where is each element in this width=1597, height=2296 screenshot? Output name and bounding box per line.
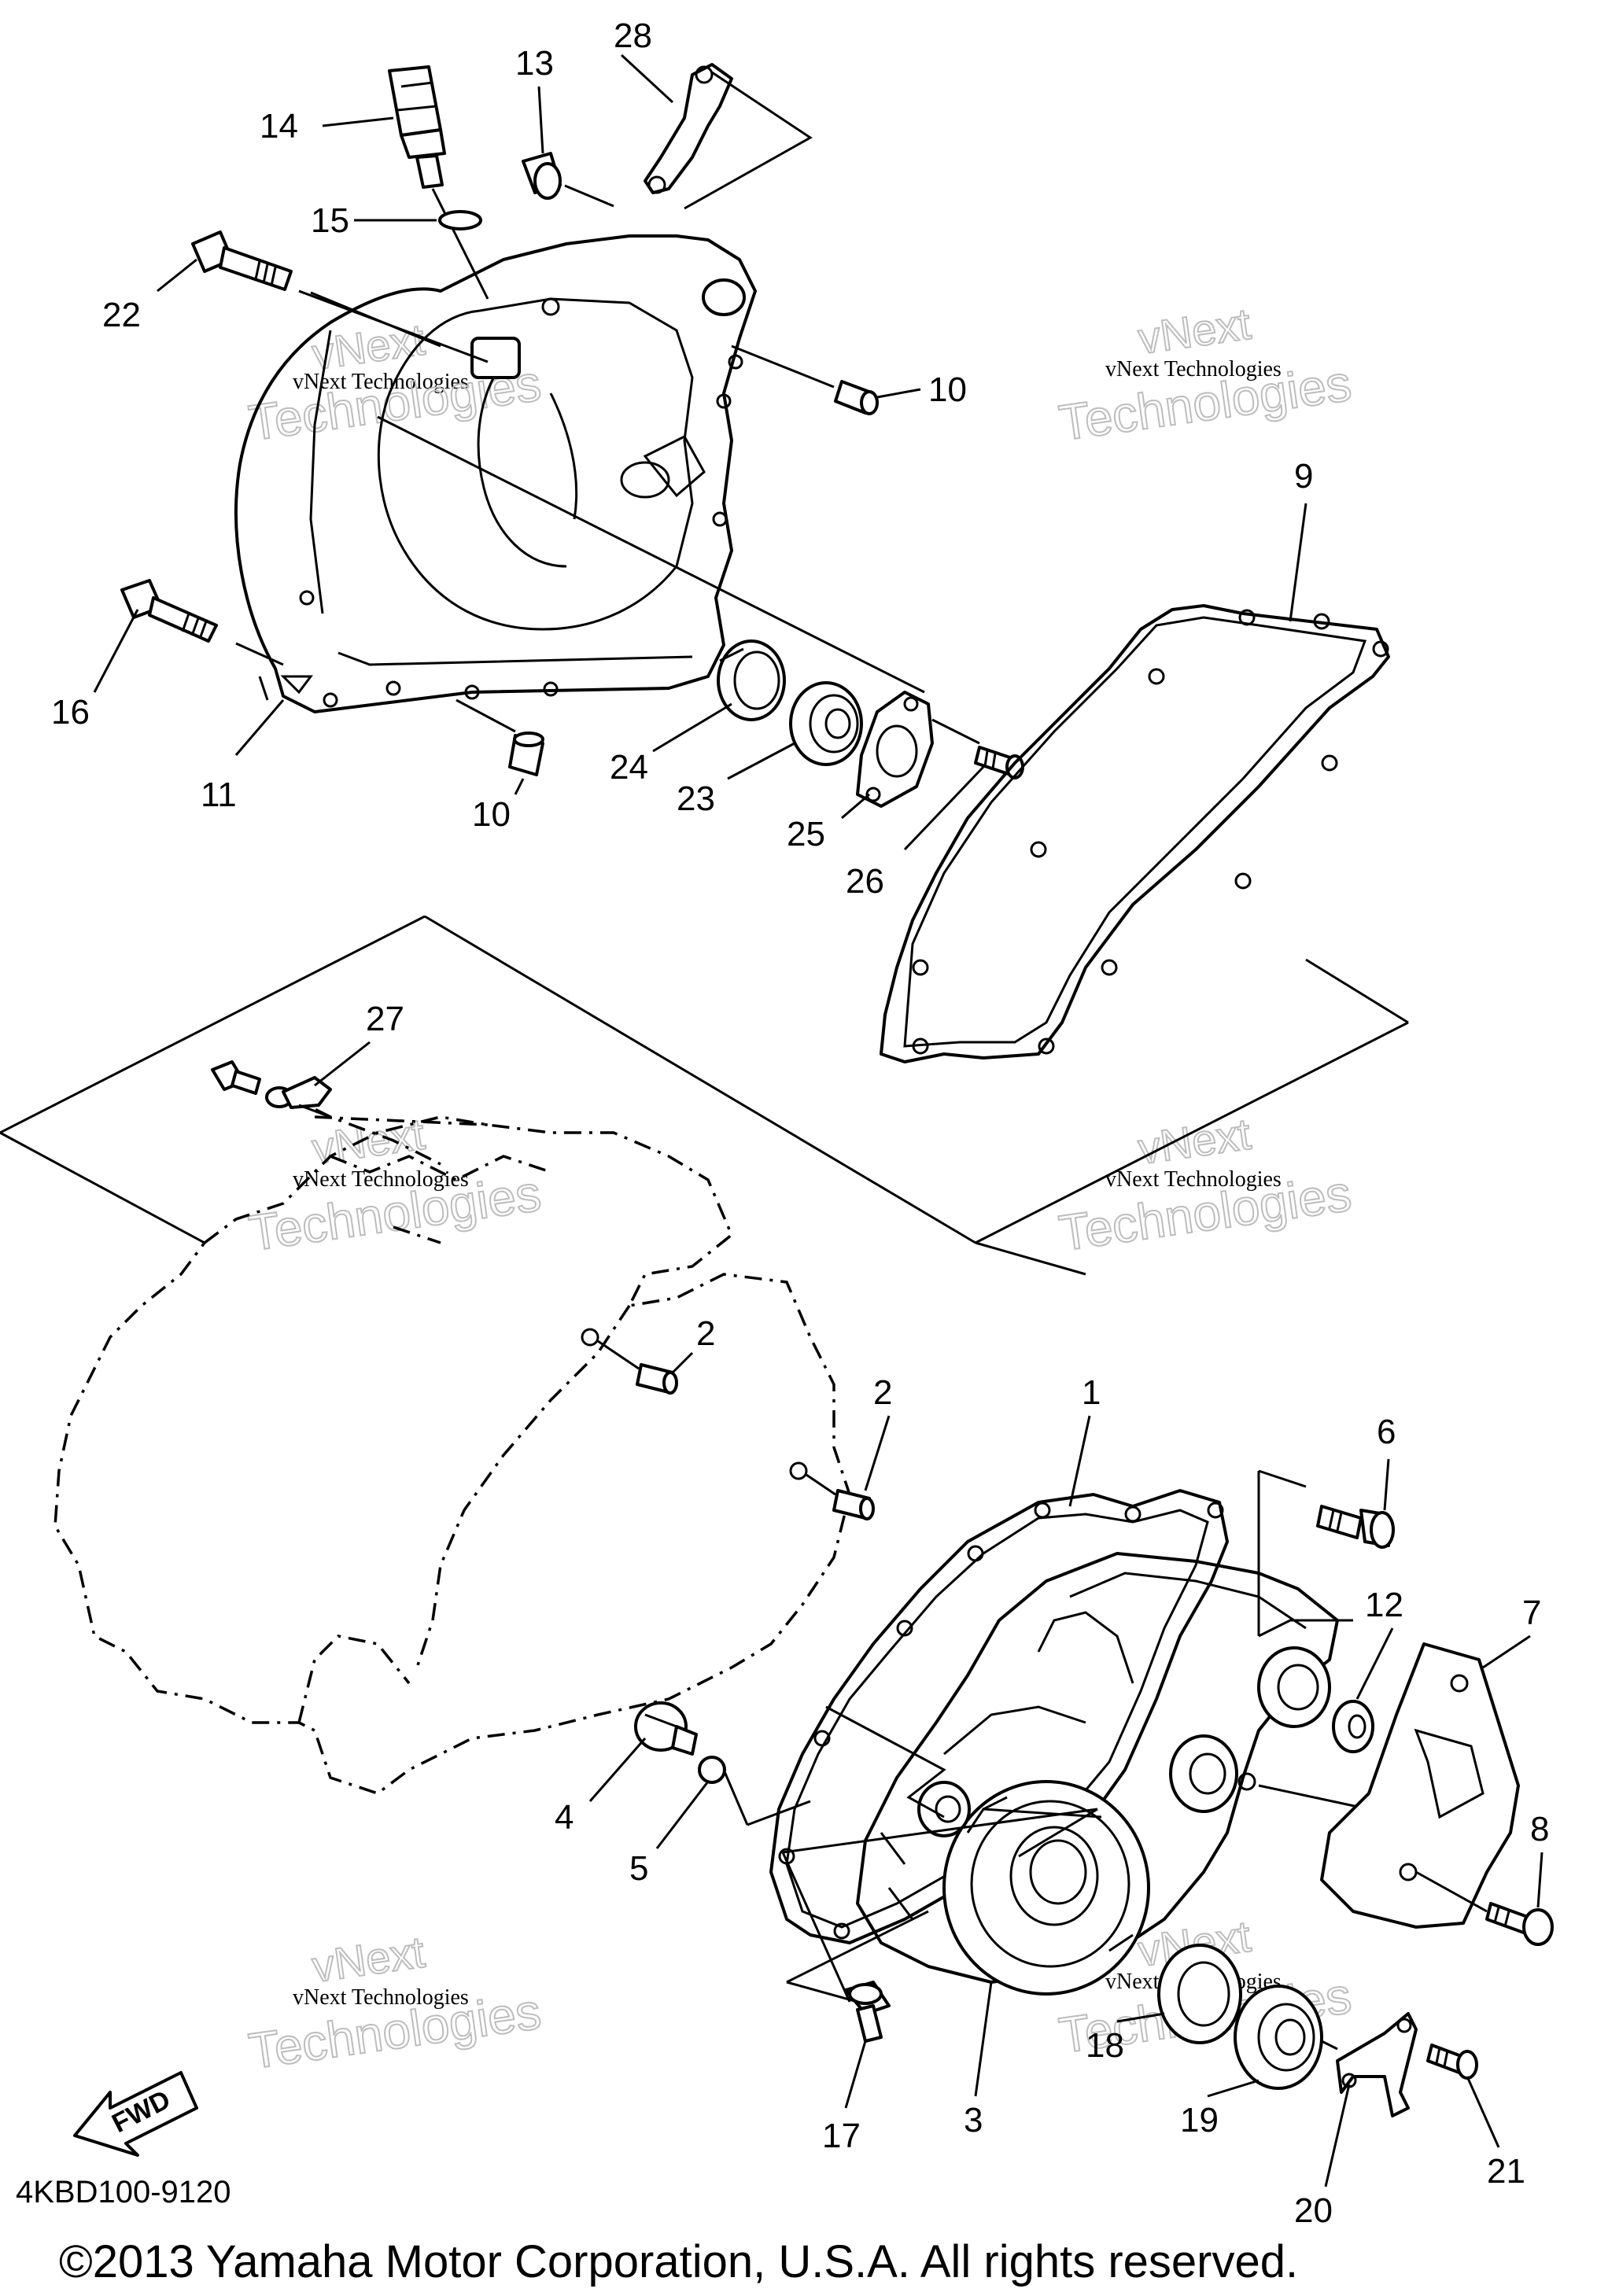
svg-text:vNext: vNext	[1135, 1109, 1254, 1174]
watermark-mid-right: vNext vNext Technologies Technologies	[1055, 1108, 1355, 1262]
crankcase-cover-inner-rim	[377, 297, 694, 631]
callout-16: 16	[51, 693, 90, 732]
callout-leaders	[93, 53, 1544, 2187]
callout-19: 19	[1180, 2101, 1219, 2139]
crankcase-cover-3-outline	[856, 1552, 1339, 1984]
callout-9: 9	[1294, 457, 1313, 496]
svg-text:vNext: vNext	[1135, 299, 1254, 363]
crankcase-cover-assembly-bottom	[769, 1489, 1370, 2003]
screw-21	[1426, 2044, 1478, 2080]
callout-17: 17	[822, 2117, 861, 2155]
callout-2-upper: 2	[696, 1314, 715, 1353]
callout-7: 7	[1522, 1594, 1541, 1632]
assembly-frame-middle	[975, 1241, 1086, 1276]
bearing-19	[1234, 1985, 1338, 2090]
callout-14: 14	[260, 107, 298, 146]
callout-10-top: 10	[928, 370, 967, 409]
assembly-frame-bottom	[747, 1469, 1307, 2003]
bolt-6	[1316, 1505, 1395, 1549]
screw-26	[974, 746, 1024, 779]
callout-26: 26	[846, 862, 884, 901]
callout-23: 23	[677, 779, 715, 818]
watermark-top-right: vNext vNext Technologies Technologies	[1055, 298, 1355, 452]
retainer-20	[1336, 2012, 1418, 2117]
callout-21: 21	[1487, 2152, 1525, 2191]
cover-7	[1320, 1642, 1520, 1929]
assembly-frame-top	[0, 915, 1409, 1244]
gasket-9-bolt-holes	[912, 609, 1389, 1055]
crankcase-cover-assembly-top	[234, 234, 925, 713]
o-ring	[438, 210, 482, 230]
plate-25	[856, 691, 980, 808]
callout-2-lower: 2	[873, 1373, 892, 1412]
clutch-boss	[942, 1780, 1150, 1996]
callout-12: 12	[1365, 1586, 1403, 1624]
gasket-9	[880, 604, 1390, 1063]
watermark-mid-left: vNext vNext Technologies Technologies	[245, 1108, 545, 1262]
callout-13: 13	[515, 44, 554, 83]
copyright-notice: ©2013 Yamaha Motor Corporation, U.S.A. A…	[59, 2236, 1298, 2287]
svg-text:vNext Technologies: vNext Technologies	[293, 1985, 469, 2010]
callout-5: 5	[629, 1849, 648, 1888]
plug-4	[634, 1701, 698, 1756]
callout-27: 27	[366, 1000, 404, 1038]
bolt-clamp-27	[211, 1060, 332, 1119]
washer-12	[1332, 1700, 1374, 1753]
callout-4: 4	[555, 1798, 574, 1837]
oil-level-gauge	[388, 65, 489, 300]
forward-direction-arrow: FWD	[73, 2071, 198, 2157]
oil-seal-18	[1157, 1944, 1242, 2044]
callout-28: 28	[614, 17, 652, 55]
plug-13	[522, 152, 614, 208]
dowel-pin-10-bottom	[455, 698, 544, 776]
svg-text:vNext Technologies: vNext Technologies	[1105, 1167, 1282, 1192]
callout-labels: 28 13 14 15 22 10 9 16 11 24 23 25 26 10…	[51, 17, 1549, 2230]
diagram-code: 4KBD100-9120	[16, 2175, 231, 2209]
watermark-group: vNext vNext Technologies Technologies vN…	[245, 298, 1355, 2080]
callout-15: 15	[311, 201, 349, 240]
callout-6: 6	[1377, 1413, 1396, 1451]
callout-24: 24	[610, 748, 648, 787]
svg-text:vNext: vNext	[309, 1927, 428, 1992]
crankcase-cover-outline	[234, 234, 757, 713]
o-ring-5	[698, 1756, 726, 1784]
callout-10-bottom: 10	[472, 795, 511, 834]
callout-20: 20	[1294, 2191, 1333, 2230]
oil-seal-24	[717, 639, 786, 721]
bolt-16	[120, 579, 284, 666]
dowel-pin-2-upper	[581, 1328, 678, 1395]
bolt-17	[844, 1981, 891, 2043]
callout-18: 18	[1086, 2026, 1124, 2065]
callout-25: 25	[787, 815, 825, 853]
callout-1: 1	[1082, 1373, 1101, 1412]
bolt-8	[1415, 1870, 1554, 1946]
dowel-pin-10-top	[731, 345, 879, 415]
engine-crankcase-phantom	[53, 1092, 875, 1795]
watermark-low-left: vNext vNext Technologies Technologies	[245, 1926, 545, 2080]
callout-11: 11	[201, 776, 237, 814]
bearing-23	[789, 681, 863, 766]
callout-8: 8	[1530, 1810, 1549, 1848]
callout-3: 3	[964, 2101, 983, 2139]
callout-22: 22	[102, 296, 141, 334]
stay-28	[644, 63, 813, 210]
dowel-pin-2-lower	[789, 1461, 875, 1520]
svg-text:vNext Technologies: vNext Technologies	[1105, 357, 1282, 381]
bolt-22	[191, 230, 441, 348]
